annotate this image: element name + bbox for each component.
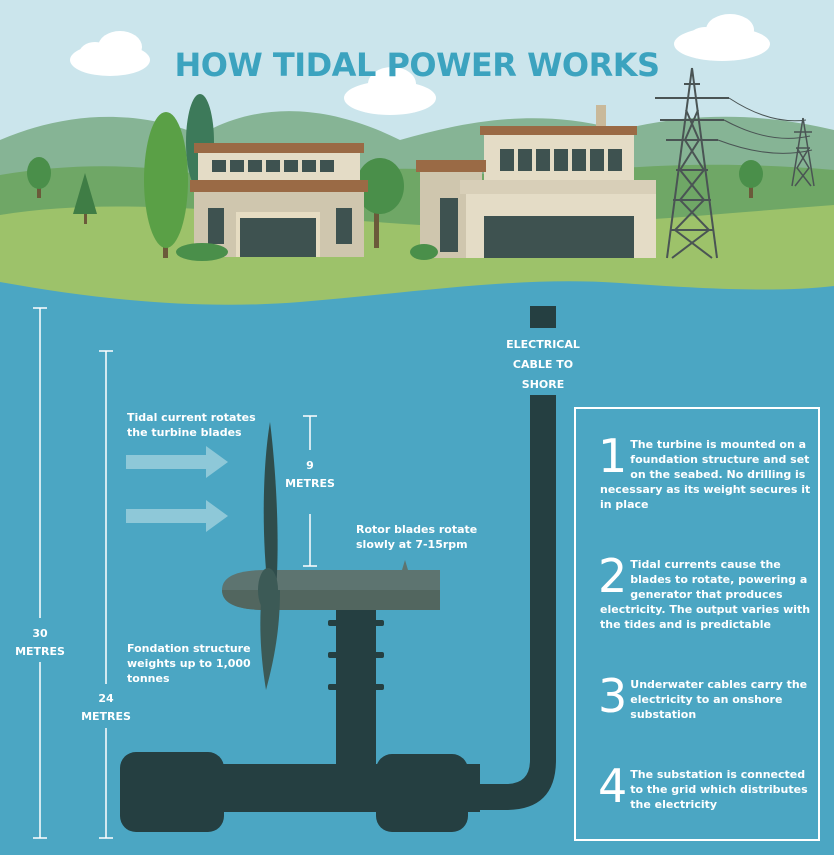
foundation-structure (120, 608, 480, 832)
sea (0, 281, 834, 855)
cloud-center (344, 67, 436, 115)
rotor-line-1: Rotor blades rotate (356, 523, 478, 536)
step-3-text: Underwater cables carry the electricity … (630, 678, 808, 721)
foundation-line-2: weights up to 1,000 (127, 657, 251, 670)
tree-round-center (356, 158, 404, 248)
page-title: HOW TIDAL POWER WORKS (174, 46, 660, 84)
step-2: 2 Tidal currents cause the blades to rot… (598, 549, 814, 632)
tree-small-right (739, 160, 763, 198)
rotor-line-2: slowly at 7-15rpm (356, 538, 468, 551)
cable-label-line-3: SHORE (521, 378, 565, 391)
dimension-24m-unit: METRES (81, 710, 131, 723)
foundation-line-1: Fondation structure (127, 642, 251, 655)
dimension-9m-unit: METRES (285, 477, 335, 490)
electrical-cable (468, 306, 556, 810)
cloud-left (70, 31, 150, 76)
step-2-number: 2 (598, 549, 628, 603)
dimension-label-30m: 30 METRES (0, 625, 80, 661)
step-4: 4 The substation is connected to the gri… (598, 759, 814, 813)
power-lines (717, 97, 813, 154)
tree-small-left (27, 157, 51, 198)
dimension-30m-value: 30 (32, 627, 48, 640)
dimension-label-9m: 9 METRES (270, 457, 350, 493)
foundation-label: Fondation structure weights up to 1,000 … (127, 641, 287, 686)
tidal-current-line-2: the turbine blades (127, 426, 242, 439)
step-1: 1 The turbine is mounted on a foundation… (598, 429, 814, 512)
cable-label-line-2: CABLE TO (512, 358, 574, 371)
tree-tall-left (144, 112, 188, 258)
dimension-line-9m (303, 415, 317, 567)
step-3-number: 3 (598, 669, 628, 723)
step-2-text: Tidal currents cause the blades to rotat… (600, 558, 811, 631)
dimension-24m-value: 24 (98, 692, 114, 705)
pine-tree-left (73, 173, 97, 224)
tidal-current-label: Tidal current rotates the turbine blades (127, 410, 277, 440)
pylon-small (791, 117, 815, 187)
tidal-current-line-1: Tidal current rotates (127, 411, 256, 424)
step-1-text: The turbine is mounted on a foundation s… (600, 438, 811, 511)
turbine-blades (258, 422, 280, 690)
cable-label: ELECTRICAL CABLE TO SHORE (493, 335, 593, 395)
step-3: 3 Underwater cables carry the electricit… (598, 669, 814, 723)
pylon-large (655, 67, 729, 259)
current-arrow-bottom (126, 500, 228, 532)
steps-panel: 1 The turbine is mounted on a foundation… (574, 407, 820, 841)
step-4-number: 4 (598, 759, 628, 813)
dimension-30m-unit: METRES (15, 645, 65, 658)
dimension-line-24m (99, 350, 113, 839)
rotor-label: Rotor blades rotate slowly at 7-15rpm (356, 522, 506, 552)
foundation-line-3: tonnes (127, 672, 170, 685)
cable-label-line-1: ELECTRICAL (506, 338, 580, 351)
cloud-right (674, 14, 770, 61)
house-left (176, 143, 368, 261)
step-1-number: 1 (598, 429, 628, 483)
current-arrow-top (126, 446, 228, 478)
step-4-text: The substation is connected to the grid … (630, 768, 808, 811)
dimension-line-30m (33, 307, 47, 839)
dimension-9m-value: 9 (306, 459, 314, 472)
house-right (410, 105, 656, 260)
dimension-label-24m: 24 METRES (66, 690, 146, 726)
